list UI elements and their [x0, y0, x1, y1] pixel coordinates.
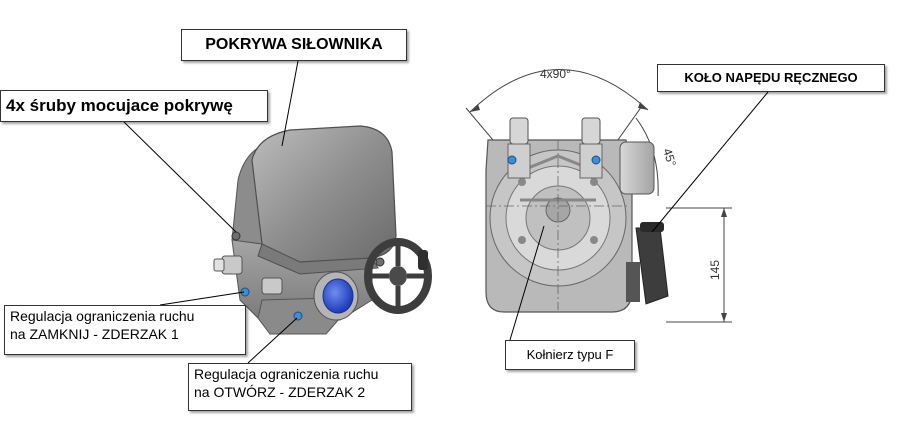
cover-screw	[375, 257, 385, 267]
angle-arc	[469, 69, 649, 113]
output-port-blue	[322, 278, 354, 314]
left-gland	[221, 255, 243, 275]
left-gland-tip	[213, 258, 225, 272]
stopper-front-2	[591, 155, 601, 165]
angle-label-45: 45°	[660, 147, 679, 169]
label-limit-close-line2: na ZAMKNIJ - ZDERZAK 1	[10, 325, 179, 342]
stopper-2	[293, 311, 303, 321]
label-cover: POKRYWA SIŁOWNIKA	[181, 29, 407, 61]
leader-lines-left	[123, 60, 299, 364]
cover-dome	[251, 125, 397, 263]
actuator-front-view: 4x90° 45°	[465, 67, 732, 323]
side-boss	[619, 141, 655, 195]
dimension-height: 145	[708, 260, 722, 280]
label-limit-open: Regulacja ograniczenia ruchu na OTWÓRZ -…	[188, 363, 412, 411]
label-limit-open-line2: na OTWÓRZ - ZDERZAK 2	[194, 383, 366, 400]
label-limit-open-line1: Regulacja ograniczenia ruchu	[194, 366, 379, 382]
label-flange: Kołnierz typu F	[505, 340, 635, 370]
label-screws: 4x śruby mocujace pokrywę	[0, 90, 268, 122]
cover-base-rim	[257, 243, 379, 275]
stopper-front-1	[507, 155, 517, 165]
leader-lines-right	[509, 91, 769, 341]
label-limit-close: Regulacja ograniczenia ruchu na ZAMKNIJ …	[4, 305, 246, 355]
handwheel-side	[626, 222, 669, 305]
front-gland	[261, 277, 283, 295]
label-handwheel: KOŁO NAPĘDU RĘCZNEGO	[657, 64, 885, 92]
top-glands	[507, 117, 603, 179]
handwheel-3d	[364, 238, 432, 314]
angle-label-top: 4x90°	[540, 67, 571, 81]
cover-screw	[231, 231, 241, 241]
actuator-3d-view	[213, 125, 432, 335]
label-limit-close-line1: Regulacja ograniczenia ruchu	[10, 308, 195, 324]
